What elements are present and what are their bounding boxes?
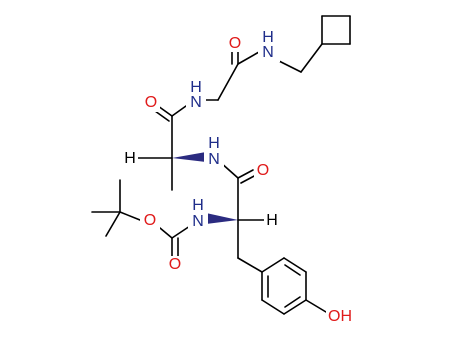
bond: [171, 105, 187, 117]
bond: [154, 110, 170, 122]
atom-o-label: O: [145, 94, 157, 111]
wedge-bond: [206, 213, 238, 224]
bond: [159, 227, 173, 239]
bond: [261, 257, 285, 273]
phenol-ring: [261, 257, 327, 315]
bond: [240, 174, 257, 184]
atom-oh-label: OH: [328, 308, 352, 325]
bond: [237, 51, 260, 65]
bond: [276, 59, 302, 73]
cyclobutane-ring: [321, 15, 351, 45]
atom-h-label: H: [190, 79, 202, 96]
atom-o-label: O: [169, 256, 181, 273]
atom-labels: N H O N H O H N H O N H H O O: [122, 29, 354, 326]
bond: [305, 299, 327, 313]
stereo-wedges: [172, 152, 238, 224]
atom-n-label: N: [262, 44, 274, 61]
atom-h-label: H: [208, 135, 220, 152]
wedge-bond: [172, 152, 206, 162]
atom-h-label: H: [266, 212, 278, 229]
atom-h-label: H: [192, 197, 204, 214]
atom-n-label: N: [192, 213, 204, 230]
bond: [284, 296, 301, 308]
bond: [283, 257, 307, 273]
atom-o-label: O: [257, 162, 269, 179]
bond: [284, 264, 301, 276]
bond: [171, 225, 191, 239]
backbone-bonds: [91, 43, 323, 273]
bond: [261, 299, 285, 315]
atom-n-label: N: [208, 151, 220, 168]
atom-o-label: O: [229, 35, 241, 52]
bond: [157, 105, 173, 117]
bond: [105, 211, 121, 237]
bond: [237, 169, 254, 179]
atom-o-label: O: [144, 212, 156, 229]
bond: [237, 257, 263, 273]
bond: [283, 299, 307, 315]
atom-n-label: N: [190, 94, 202, 111]
bond: [217, 63, 239, 101]
atom-h-label: H: [124, 150, 136, 167]
atom-h-label: H: [262, 29, 274, 46]
bond: [119, 211, 141, 221]
bond: [300, 43, 323, 73]
